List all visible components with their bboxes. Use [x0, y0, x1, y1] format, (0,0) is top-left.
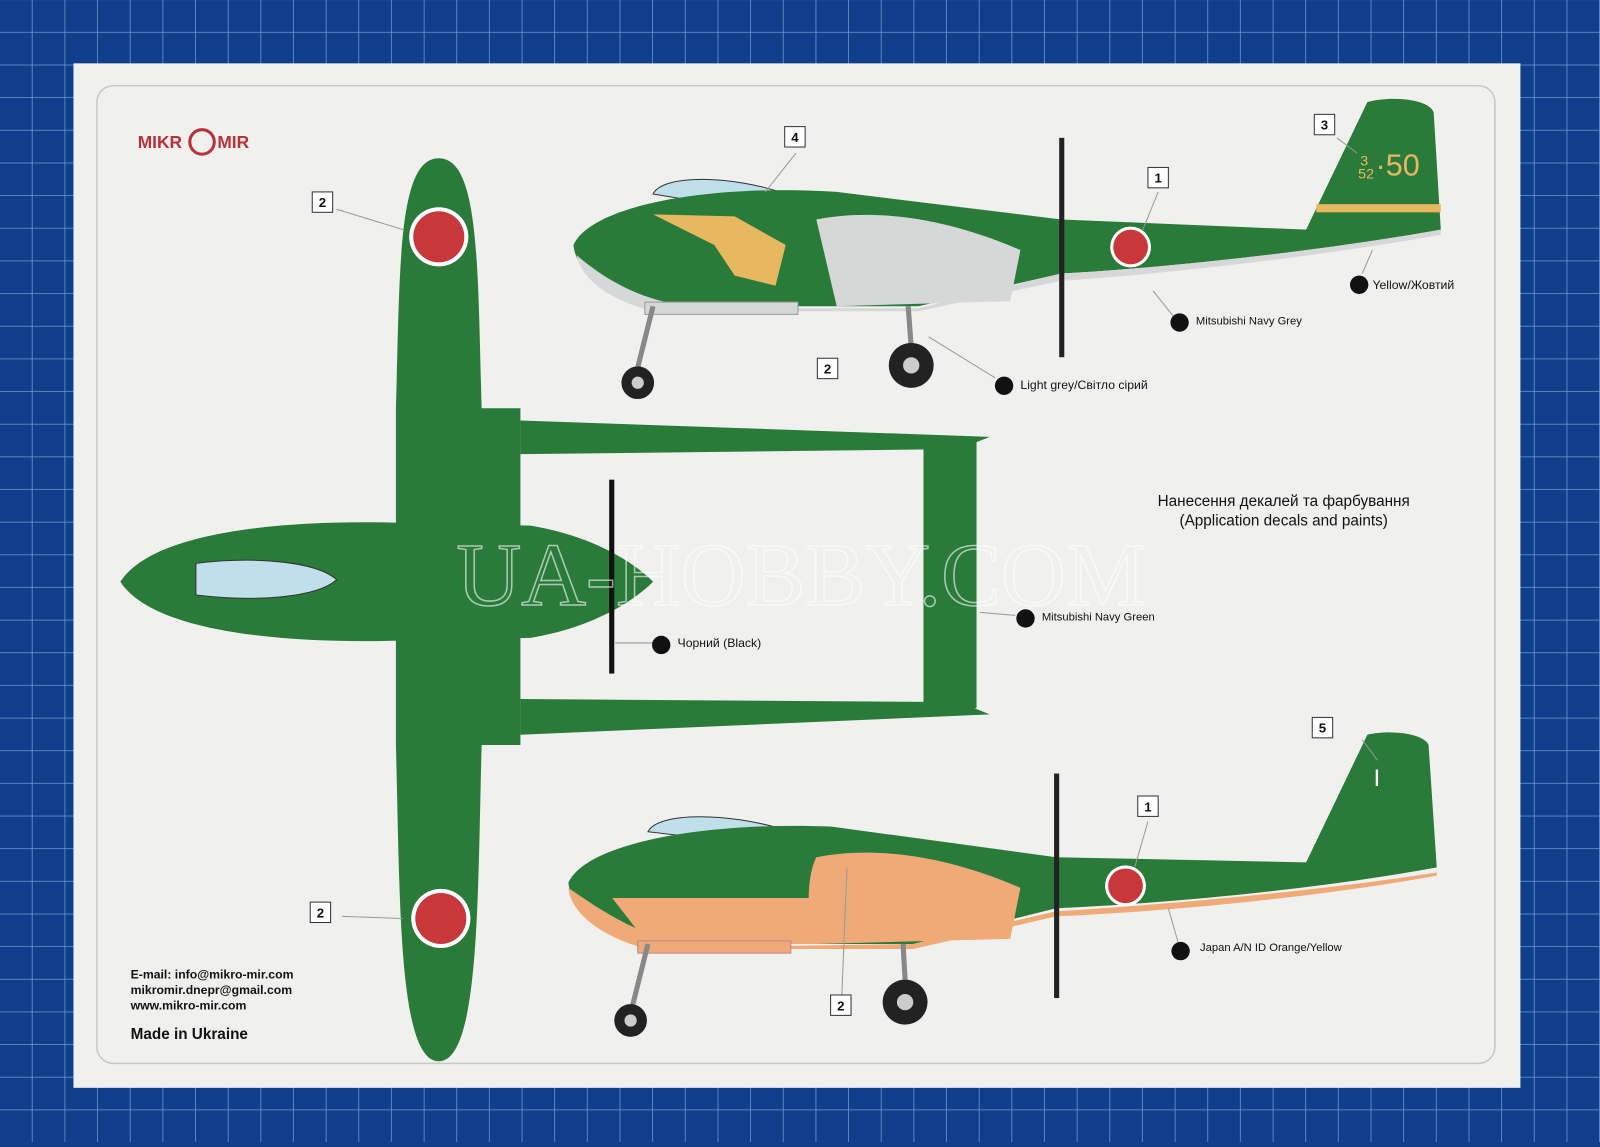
- svg-text:2: 2: [319, 195, 326, 210]
- propeller-side-1: [1059, 137, 1065, 358]
- svg-text:Mitsubishi Navy Grey: Mitsubishi Navy Grey: [1196, 316, 1302, 328]
- callout-2: 2: [311, 191, 334, 213]
- paint-label-navy-green: Mitsubishi Navy Green: [1016, 609, 1155, 628]
- callout-2: 2: [830, 994, 852, 1016]
- callout-2: 2: [309, 901, 332, 924]
- sheet-title-en: (Application decals and paints): [1180, 513, 1388, 530]
- top-view-aircraft: [120, 158, 990, 1062]
- side-view-aircraft-1: 3 52 ·50: [573, 98, 1441, 400]
- svg-text:·50: ·50: [1376, 149, 1420, 183]
- svg-text:2: 2: [824, 362, 831, 377]
- svg-text:I: I: [1373, 765, 1380, 792]
- callout-5: 5: [1311, 716, 1334, 739]
- contact-email-2: mikromir.dnepr@gmail.com: [131, 983, 293, 997]
- watermark: UA-HOBBY.COM: [456, 526, 1145, 625]
- mikromir-logo: MIKR MIR: [138, 128, 250, 156]
- svg-text:1: 1: [1154, 171, 1161, 186]
- callout-2: 2: [816, 357, 839, 380]
- svg-text:MIR: MIR: [217, 132, 249, 152]
- svg-text:Чорний (Black): Чорний (Black): [678, 636, 762, 650]
- leader-lines: [336, 137, 1378, 995]
- svg-text:2: 2: [837, 998, 844, 1013]
- svg-text:Mitsubishi Navy Green: Mitsubishi Navy Green: [1042, 611, 1155, 623]
- sheet-border: [96, 85, 1496, 1065]
- svg-text:2: 2: [317, 905, 324, 920]
- svg-text:Japan A/N ID Orange/Yellow: Japan A/N ID Orange/Yellow: [1200, 942, 1343, 954]
- made-in: Made in Ukraine: [131, 1026, 248, 1043]
- svg-text:52: 52: [1358, 167, 1374, 183]
- paint-label-orange: Japan A/N ID Orange/Yellow: [1171, 941, 1343, 961]
- propeller-side-2: [1054, 773, 1060, 999]
- svg-text:3: 3: [1321, 118, 1328, 133]
- svg-text:MIKR: MIKR: [138, 132, 183, 152]
- callout-1: 1: [1137, 795, 1159, 817]
- svg-text:3: 3: [1360, 153, 1368, 169]
- paint-label-light-grey: Light grey/Світло сірий: [994, 376, 1148, 395]
- svg-text:1: 1: [1144, 799, 1151, 814]
- propeller-top: [609, 479, 615, 674]
- svg-text:Light grey/Світло сірий: Light grey/Світло сірий: [1020, 378, 1147, 392]
- svg-text:4: 4: [791, 130, 799, 145]
- contact-email: E-mail: info@mikro-mir.com: [131, 968, 294, 982]
- side-view-aircraft-2: I: [568, 732, 1437, 1037]
- svg-text:Yellow/Жовтий: Yellow/Жовтий: [1372, 278, 1454, 292]
- paint-label-navy-grey: Mitsubishi Navy Grey: [1170, 313, 1302, 332]
- callout-4: 4: [784, 126, 806, 148]
- paint-label-yellow: Yellow/Жовтий: [1350, 275, 1454, 294]
- contact-website: www.mikro-mir.com: [130, 998, 247, 1012]
- paint-label-black: Чорний (Black): [652, 635, 762, 655]
- sheet-title-ua: Нанесення декалей та фарбування: [1158, 493, 1410, 510]
- callout-1: 1: [1147, 166, 1169, 189]
- svg-text:5: 5: [1319, 721, 1326, 736]
- callout-3: 3: [1313, 113, 1336, 136]
